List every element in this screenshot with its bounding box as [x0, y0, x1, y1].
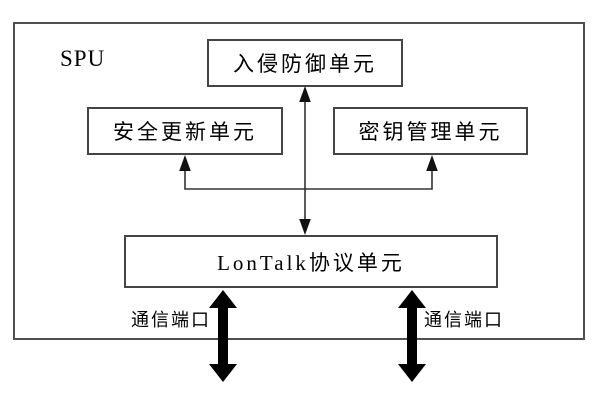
spu-container-box [13, 22, 585, 340]
security-update-unit-label: 安全更新单元 [113, 120, 257, 144]
comm-port-label-left: 通信端口 [131, 310, 211, 330]
security-update-unit-box: 安全更新单元 [87, 107, 283, 155]
lontalk-protocol-unit-label: LonTalk协议单元 [217, 250, 405, 275]
comm-port-label-right: 通信端口 [424, 310, 504, 330]
key-management-unit-box: 密钥管理单元 [333, 107, 528, 155]
intrusion-prevention-unit-label: 入侵防御单元 [233, 52, 377, 76]
spu-label: SPU [60, 46, 106, 71]
intrusion-prevention-unit-box: 入侵防御单元 [207, 39, 403, 87]
key-management-unit-label: 密钥管理单元 [358, 120, 503, 144]
lontalk-protocol-unit-box: LonTalk协议单元 [124, 235, 498, 288]
